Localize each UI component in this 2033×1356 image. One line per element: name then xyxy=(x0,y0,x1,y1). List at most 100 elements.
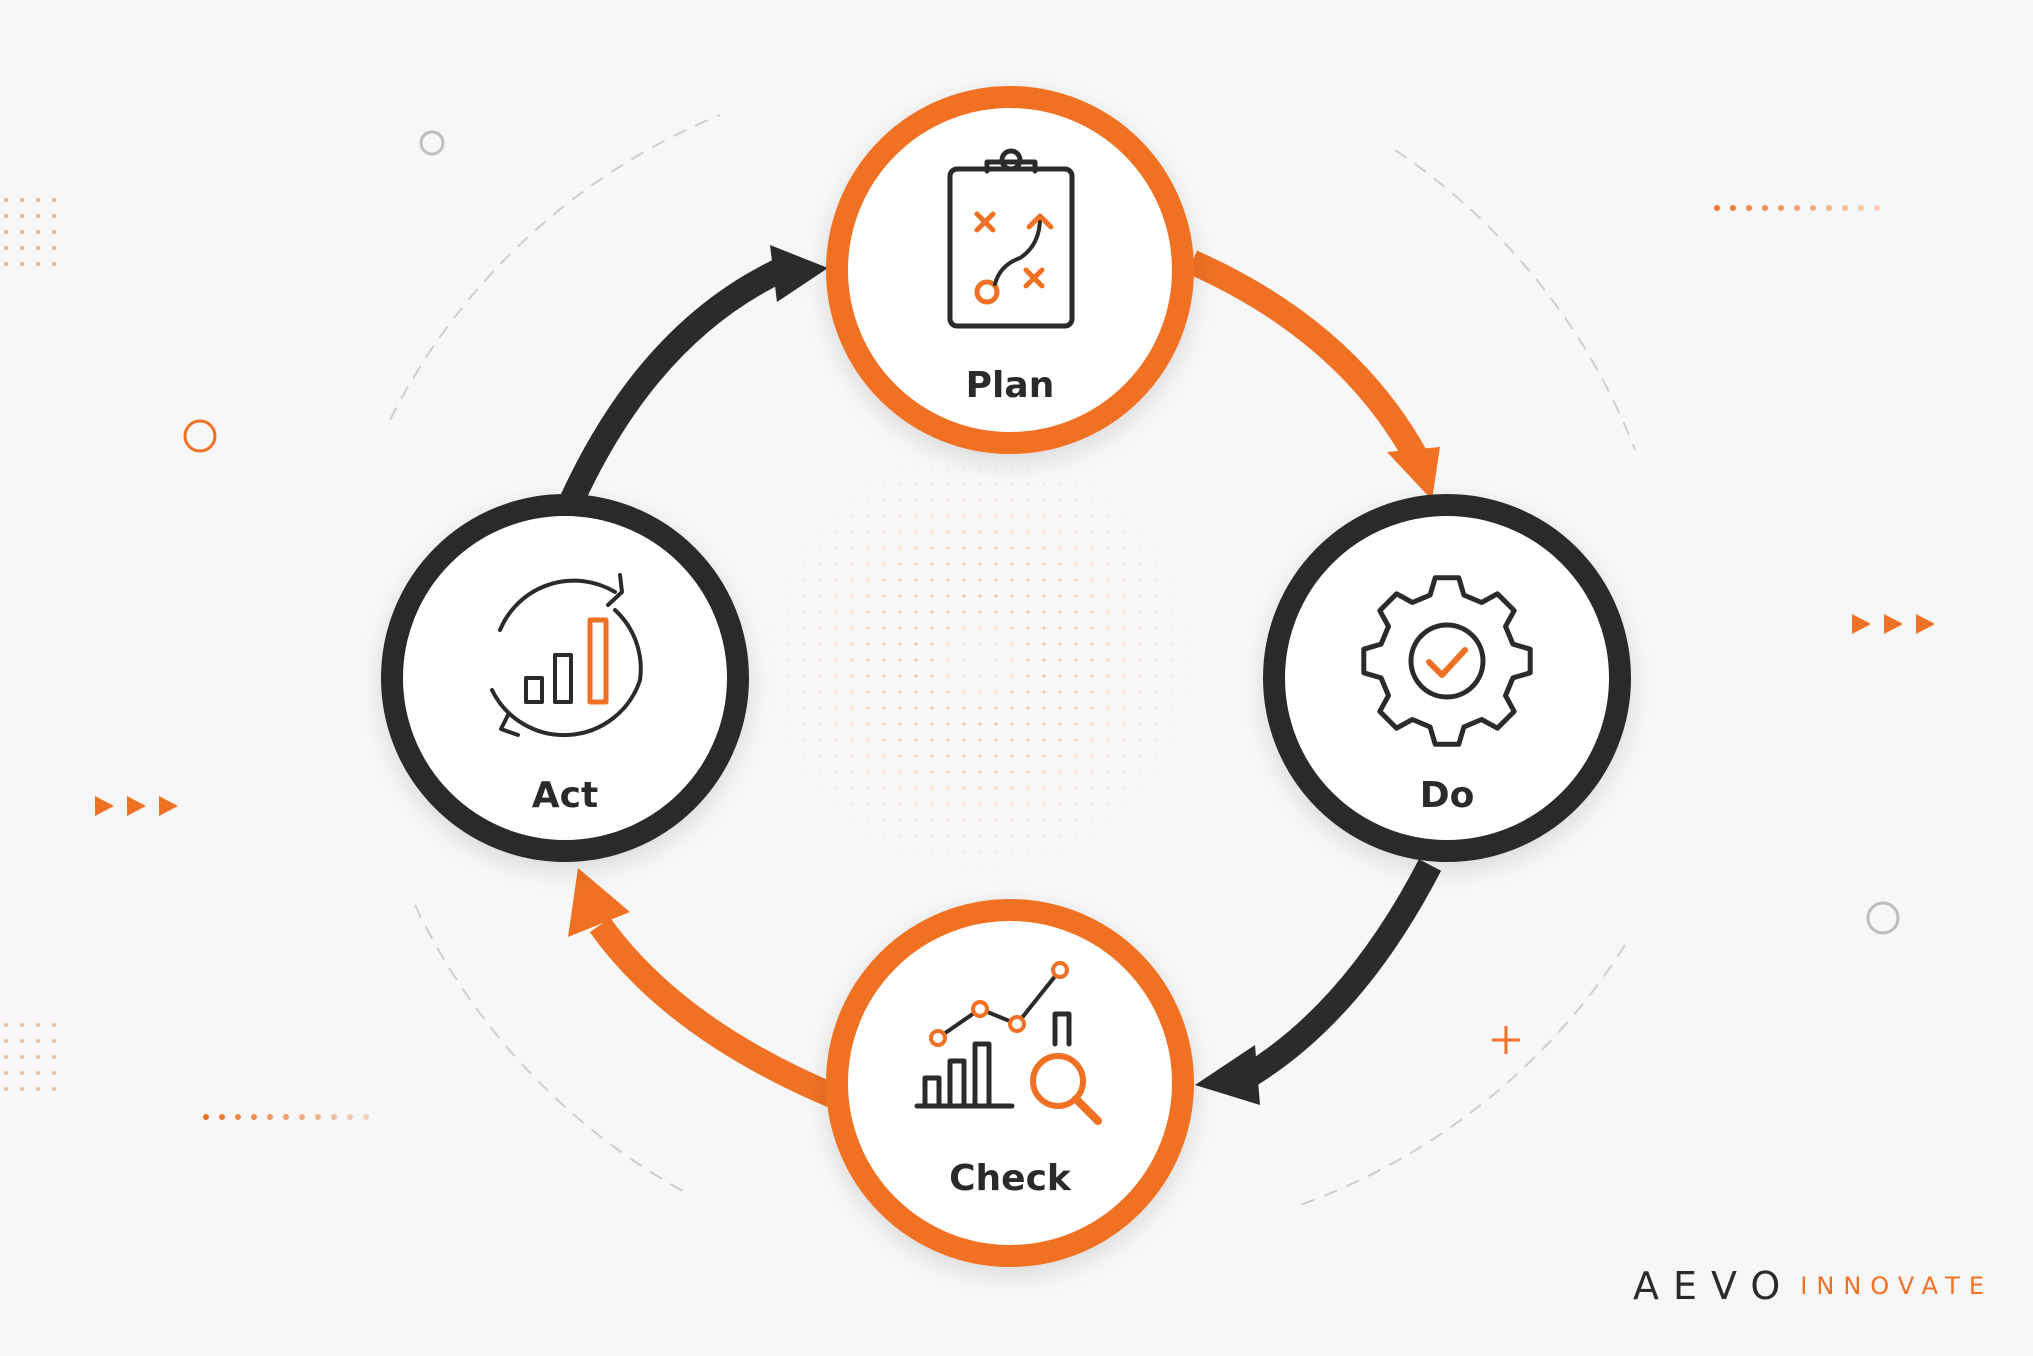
dashed-arc-bottom-left xyxy=(414,904,691,1196)
triangles-right xyxy=(1852,614,1935,634)
gear-check-icon xyxy=(1361,575,1533,747)
decor-dot xyxy=(1858,205,1864,211)
dot-grid-left xyxy=(4,198,56,266)
arrow-check-to-act xyxy=(568,868,843,1110)
decor-dot xyxy=(20,230,24,234)
decor-dot xyxy=(1746,205,1752,211)
decor-dot xyxy=(52,1055,56,1059)
decor-dot xyxy=(20,214,24,218)
node-check-ring xyxy=(826,899,1194,1267)
decor-dot xyxy=(4,1071,8,1075)
decor-dot xyxy=(1826,205,1832,211)
decor-dot xyxy=(52,262,56,266)
decor-dot xyxy=(36,1087,40,1091)
decor-dot xyxy=(347,1114,353,1120)
decor-dot xyxy=(36,198,40,202)
dashed-arc-top-right xyxy=(1394,149,1636,451)
decor-dot xyxy=(36,1039,40,1043)
decor-dot xyxy=(283,1114,289,1120)
decor-dot xyxy=(267,1114,273,1120)
dot-row-bottom-left xyxy=(203,1114,369,1120)
decor-dot xyxy=(20,1087,24,1091)
decor-dot xyxy=(235,1114,241,1120)
decor-dot xyxy=(36,1023,40,1027)
clipboard-strategy-icon xyxy=(947,148,1075,329)
decor-dot xyxy=(1810,205,1816,211)
decor-dot xyxy=(1714,205,1720,211)
ring-decor-left xyxy=(183,419,217,453)
arrow-act-to-plan xyxy=(560,245,828,506)
decor-dot xyxy=(20,1023,24,1027)
brand-logo: AEVO INNOVATE xyxy=(1633,1264,1993,1308)
decor-dot xyxy=(219,1114,225,1120)
decor-dot xyxy=(4,214,8,218)
center-dot-cloud xyxy=(760,440,1200,880)
decor-dot xyxy=(36,1071,40,1075)
node-plan-ring xyxy=(826,86,1194,454)
decor-dot xyxy=(20,1055,24,1059)
node-act-label: Act xyxy=(532,775,598,816)
node-do-label: Do xyxy=(1420,775,1475,816)
dashed-arc-top-left xyxy=(389,114,721,421)
node-plan: Plan xyxy=(826,86,1194,454)
decor-dot xyxy=(1874,205,1880,211)
decor-dot xyxy=(363,1114,369,1120)
decor-dot xyxy=(4,1023,8,1027)
node-check: Check xyxy=(826,899,1194,1267)
node-do-ring xyxy=(1263,494,1631,862)
decor-dot xyxy=(203,1114,209,1120)
decor-dot xyxy=(4,230,8,234)
dot-row-top-right xyxy=(1714,205,1880,211)
decor-dot xyxy=(52,1071,56,1075)
background-decor xyxy=(4,114,1935,1206)
decor-dot xyxy=(20,1039,24,1043)
decor-dot xyxy=(36,246,40,250)
decor-dot xyxy=(1778,205,1784,211)
decor-dot xyxy=(52,1023,56,1027)
decor-dot xyxy=(331,1114,337,1120)
cycle-bar-chart-icon xyxy=(490,573,643,738)
decor-dot xyxy=(36,262,40,266)
decor-dot xyxy=(4,1087,8,1091)
plus-decor xyxy=(1492,1026,1520,1054)
node-act-ring xyxy=(381,494,749,862)
decor-dot xyxy=(36,1055,40,1059)
decor-dot xyxy=(52,214,56,218)
brand-main-text: AEVO xyxy=(1633,1264,1795,1308)
decor-dot xyxy=(1794,205,1800,211)
arrow-plan-to-do xyxy=(1186,250,1440,500)
dot-grid-bottom-left xyxy=(4,1023,56,1091)
decor-dot xyxy=(1762,205,1768,211)
decor-dot xyxy=(52,1087,56,1091)
triangles-left xyxy=(95,796,178,816)
decor-dot xyxy=(52,1039,56,1043)
ring-decor-right xyxy=(1866,901,1900,935)
decor-dot xyxy=(52,246,56,250)
dashed-arc-bottom-right xyxy=(1299,944,1626,1206)
node-do: Do xyxy=(1263,494,1631,862)
decor-dot xyxy=(315,1114,321,1120)
decor-dot xyxy=(4,1055,8,1059)
decor-dot xyxy=(1842,205,1848,211)
decor-dot xyxy=(251,1114,257,1120)
decor-dot xyxy=(52,198,56,202)
decor-dot xyxy=(52,230,56,234)
decor-dot xyxy=(20,198,24,202)
decor-dot xyxy=(4,262,8,266)
node-act: Act xyxy=(381,494,749,862)
decor-dot xyxy=(20,262,24,266)
arrow-do-to-check xyxy=(1195,859,1442,1105)
decor-dot xyxy=(36,230,40,234)
decor-dot xyxy=(4,246,8,250)
chart-magnifier-icon xyxy=(914,961,1102,1125)
ring-decor-top-left xyxy=(419,130,445,156)
brand-sub-text: INNOVATE xyxy=(1800,1272,1993,1300)
decor-dot xyxy=(299,1114,305,1120)
decor-dot xyxy=(1730,205,1736,211)
decor-dot xyxy=(36,214,40,218)
node-plan-label: Plan xyxy=(966,365,1055,406)
decor-dot xyxy=(20,1071,24,1075)
decor-dot xyxy=(4,198,8,202)
node-check-label: Check xyxy=(949,1158,1072,1199)
